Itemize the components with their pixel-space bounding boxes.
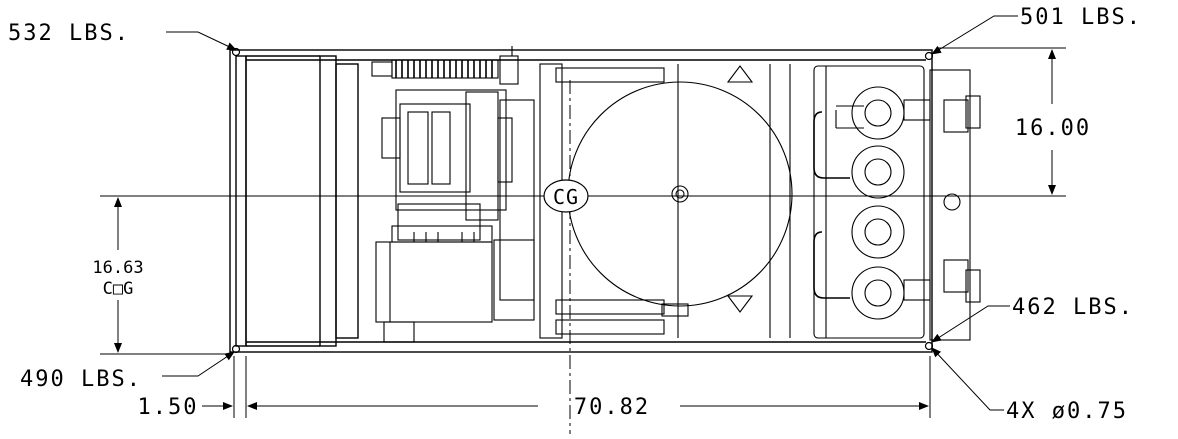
- cog-lines: [100, 80, 1066, 434]
- dim-cog-left: [100, 197, 232, 355]
- frame-outline: [229, 49, 933, 353]
- cog-label: CG: [553, 185, 579, 209]
- dim-cog-left-value: 16.63: [92, 258, 143, 278]
- weight-bottom-right: 462 LBS.: [1012, 295, 1134, 320]
- dim-left-offset-value: 1.50: [138, 395, 199, 420]
- tank-assembly: [539, 63, 793, 339]
- motor-assembly: [371, 46, 535, 343]
- dim-height-right: [936, 47, 1066, 195]
- cog-marker: CG: [543, 179, 589, 213]
- weight-top-left: 532 LBS.: [8, 21, 130, 46]
- weight-leaders: [162, 15, 1018, 411]
- weight-bottom-left: 490 LBS.: [20, 367, 142, 392]
- dim-cog-left-label: C□G: [103, 279, 134, 299]
- valve-block: [813, 65, 981, 341]
- holes-callout: 4X ø0.75: [1006, 399, 1128, 424]
- dim-horizontal: [202, 356, 931, 418]
- dim-height-right-value: 16.00: [1015, 116, 1091, 141]
- weight-top-right: 501 LBS.: [1020, 5, 1142, 30]
- dim-overall-length-value: 70.82: [574, 395, 650, 420]
